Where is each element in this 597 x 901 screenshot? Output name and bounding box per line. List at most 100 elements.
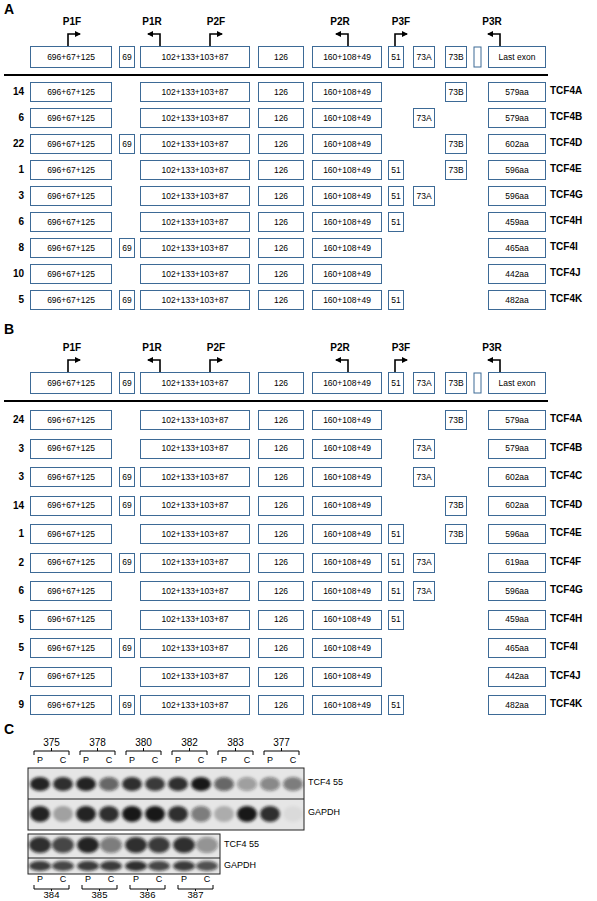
exon-box: 69: [119, 134, 135, 154]
exon-box: 126: [258, 372, 304, 394]
exon-box: 160+108+49: [312, 667, 382, 687]
exon-box: 102+133+103+87: [140, 134, 250, 154]
protein-label: TCF4 55: [308, 778, 368, 788]
exon-box: 696+67+125: [30, 264, 112, 284]
lane-number: 377: [267, 737, 297, 748]
lane-label: P: [124, 756, 140, 766]
lane-label: C: [285, 756, 301, 766]
clone-count: 3: [0, 190, 24, 201]
exon-length: 465aa: [505, 244, 529, 253]
lane-label: P: [176, 875, 192, 885]
exon-box: 69: [119, 467, 135, 487]
western-blot: [28, 768, 304, 874]
exon-length: 102+133+103+87: [162, 53, 229, 62]
exon-length: 73A: [416, 53, 431, 62]
exon-box: 126: [258, 238, 304, 258]
protein-label: GAPDH: [224, 861, 284, 871]
exon-length: 102+133+103+87: [162, 501, 229, 510]
clone-count: 8: [0, 242, 24, 253]
exon-box: 126: [258, 667, 304, 687]
lane-label: P: [216, 756, 232, 766]
exon-box: 69: [119, 372, 135, 394]
exon-box: 696+67+125: [30, 610, 112, 630]
exon-box: 696+67+125: [30, 108, 112, 128]
exon-length: 73A: [416, 192, 431, 201]
exon-box: 126: [258, 160, 304, 180]
primer-label: P1R: [136, 16, 168, 27]
exon-box: 696+67+125: [30, 46, 112, 68]
exon-length: 102+133+103+87: [162, 644, 229, 653]
lane-number: 387: [181, 890, 211, 900]
exon-length: 73B: [448, 140, 463, 149]
protein-length-box: 442aa: [488, 264, 546, 284]
exon-box: 73B: [445, 524, 467, 544]
exon-length: 579aa: [505, 416, 529, 425]
isoform-name: TCF4B: [550, 111, 596, 122]
exon-box: 160+108+49: [312, 439, 382, 459]
exon-length: Last exon: [499, 379, 536, 388]
exon-length: 51: [391, 587, 400, 596]
exon-box: 102+133+103+87: [140, 372, 250, 394]
exon-box: 73A: [413, 553, 435, 573]
exon-length: 102+133+103+87: [162, 558, 229, 567]
lane-number: 385: [85, 890, 115, 900]
exon-box: 73A: [413, 581, 435, 601]
lane-label: C: [193, 756, 209, 766]
exon-box: 73A: [413, 108, 435, 128]
lane-number: 384: [37, 890, 67, 900]
divider-line: [4, 400, 548, 402]
clone-count: 22: [0, 138, 24, 149]
exon-box: 73B: [445, 372, 467, 394]
exon-box: 51: [388, 212, 404, 232]
panel-letter: B: [4, 322, 22, 337]
exon-length: 596aa: [505, 192, 529, 201]
clone-count: 2: [0, 557, 24, 568]
exon-length: 126: [274, 218, 288, 227]
lane-number: 386: [133, 890, 163, 900]
exon-box: 102+133+103+87: [140, 439, 250, 459]
lane-number: 380: [129, 737, 159, 748]
exon-length: 73A: [416, 379, 431, 388]
protein-length-box: 602aa: [488, 467, 546, 487]
exon-box: 102+133+103+87: [140, 290, 250, 310]
exon-box: 73A: [413, 186, 435, 206]
exon-box: 126: [258, 82, 304, 102]
exon-length: 69: [122, 244, 131, 253]
exon-length: 696+67+125: [47, 296, 95, 305]
exon-box: 696+67+125: [30, 638, 112, 658]
panel-letter: C: [4, 722, 22, 737]
exon-length: 696+67+125: [47, 270, 95, 279]
exon-length: 126: [274, 270, 288, 279]
exon-box: 126: [258, 290, 304, 310]
exon-length: 160+108+49: [323, 587, 371, 596]
exon-length: 696+67+125: [47, 88, 95, 97]
exon-length: 696+67+125: [47, 587, 95, 596]
exon-box: 696+67+125: [30, 212, 112, 232]
isoform-name: TCF4D: [550, 137, 596, 148]
exon-length: 73B: [448, 530, 463, 539]
exon-length: 73B: [448, 166, 463, 175]
exon-length: 696+67+125: [47, 192, 95, 201]
exon-box: 160+108+49: [312, 410, 382, 430]
exon-length: 160+108+49: [323, 114, 371, 123]
exon-box: 126: [258, 134, 304, 154]
exon-length: 579aa: [505, 444, 529, 453]
exon-length: 160+108+49: [323, 88, 371, 97]
lane-number: 383: [221, 737, 251, 748]
exon-length: 102+133+103+87: [162, 244, 229, 253]
exon-box: 102+133+103+87: [140, 667, 250, 687]
lane-label: C: [199, 875, 215, 885]
exon-box: 73B: [445, 160, 467, 180]
primer-arrows: [68, 360, 500, 372]
exon-box: 73B: [445, 82, 467, 102]
lane-number: 375: [37, 737, 67, 748]
protein-length-box: 442aa: [488, 667, 546, 687]
lane-label: P: [128, 875, 144, 885]
exon-length: 73B: [448, 379, 463, 388]
exon-box: 160+108+49: [312, 238, 382, 258]
exon-length: 160+108+49: [323, 473, 371, 482]
exon-box: [474, 47, 481, 67]
exon-box: 51: [388, 46, 404, 68]
primer-label: P2R: [324, 342, 356, 353]
exon-length: 160+108+49: [323, 558, 371, 567]
